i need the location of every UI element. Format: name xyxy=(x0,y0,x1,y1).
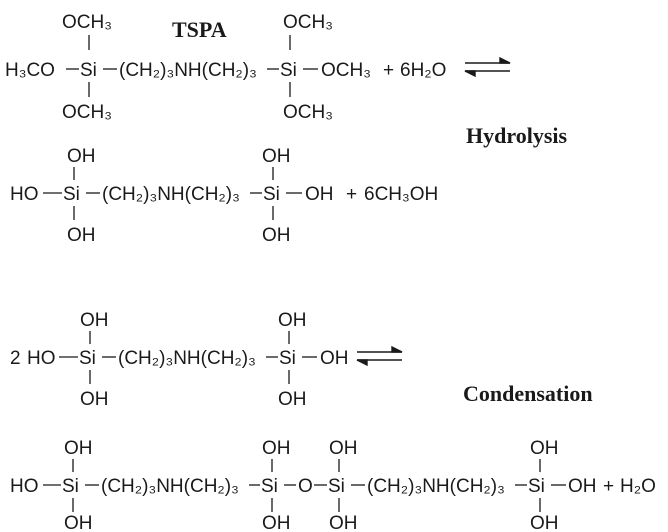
tspa-label: TSPA xyxy=(172,17,227,42)
hydrolysis-label: Hydrolysis xyxy=(466,123,568,148)
r1-left-end-group: H₃CO xyxy=(5,60,55,81)
r4-top-substituent-3: OH xyxy=(329,438,358,459)
r3-top-substituent-2: OH xyxy=(278,310,307,331)
r2-top-substituent-1: OH xyxy=(67,146,96,167)
r1-silicon-2: Si xyxy=(280,60,297,81)
r1-top-substituent-1: OCH₃ xyxy=(62,12,112,33)
condensation-label: Condensation xyxy=(463,381,593,406)
r2-top-substituent-2: OH xyxy=(262,146,291,167)
r3-silicon-1: Si xyxy=(79,348,96,369)
r2-chain: (CH₂)₃NH(CH₂)₃ xyxy=(102,184,240,205)
r4-silicon-4: Si xyxy=(528,476,545,497)
r1-chain: (CH₂)₃NH(CH₂)₃ xyxy=(119,60,257,81)
r4-silicon-3: Si xyxy=(328,476,345,497)
r4-plus-sign: + xyxy=(603,476,614,497)
r4-top-substituent-4: OH xyxy=(530,438,559,459)
r3-left-end-group: HO xyxy=(27,348,56,369)
reaction-4-condensation-product: OH HO Si (CH₂)₃NH(CH₂)₃ OH OH Si O OH OH… xyxy=(10,438,656,532)
equilibrium-arrow-1 xyxy=(464,56,511,78)
reaction-1-tspa: OCH₃ H₃CO Si (CH₂)₃NH(CH₂)₃ OCH₃ OCH₃ Si… xyxy=(5,12,446,123)
r2-silicon-2: Si xyxy=(263,184,280,205)
r1-top-substituent-2: OCH₃ xyxy=(283,12,333,33)
r2-bottom-substituent-1: OH xyxy=(67,225,96,246)
r4-chain-2: (CH₂)₃NH(CH₂)₃ xyxy=(367,476,505,497)
r2-plus-sign: + xyxy=(346,184,357,205)
r3-silicon-2: Si xyxy=(279,348,296,369)
r4-bottom-substituent-4: OH xyxy=(530,513,559,532)
r4-left-end-group: HO xyxy=(10,476,39,497)
r1-silicon-1: Si xyxy=(80,60,97,81)
r2-silicon-1: Si xyxy=(63,184,80,205)
r3-top-substituent-1: OH xyxy=(80,310,109,331)
r2-right-end-group: OH xyxy=(305,184,334,205)
r4-silicon-2: Si xyxy=(261,476,278,497)
r1-right-end-group: OCH₃ xyxy=(321,60,371,81)
r3-chain: (CH₂)₃NH(CH₂)₃ xyxy=(118,348,256,369)
r2-bottom-substituent-2: OH xyxy=(262,225,291,246)
r4-top-substituent-1: OH xyxy=(64,438,93,459)
r3-bottom-substituent-1: OH xyxy=(80,389,109,410)
reaction-3-silanol-reactant: OH 2 HO Si (CH₂)₃NH(CH₂)₃ OH OH Si OH OH xyxy=(10,310,349,410)
r4-bottom-substituent-3: OH xyxy=(329,513,358,532)
r4-bridging-oxygen: O xyxy=(298,476,313,497)
reaction-2-hydrolysis-product: OH HO Si (CH₂)₃NH(CH₂)₃ OH OH Si OH OH +… xyxy=(10,146,438,246)
r3-bottom-substituent-2: OH xyxy=(278,389,307,410)
r2-methanol-product: 6CH₃OH xyxy=(364,184,438,205)
r4-water-product: H₂O xyxy=(620,476,656,497)
r2-left-end-group: HO xyxy=(10,184,39,205)
r1-bottom-substituent-2: OCH₃ xyxy=(283,102,333,123)
r1-plus-sign: + xyxy=(383,60,394,81)
r4-bottom-substituent-2: OH xyxy=(262,513,291,532)
r1-bottom-substituent-1: OCH₃ xyxy=(62,102,112,123)
r4-right-end-group: OH xyxy=(568,476,597,497)
r4-bottom-substituent-1: OH xyxy=(64,513,93,532)
r1-water-reagent: 6H₂O xyxy=(400,60,446,81)
r3-coefficient: 2 xyxy=(10,348,21,369)
r3-right-end-group: OH xyxy=(320,348,349,369)
r4-silicon-1: Si xyxy=(62,476,79,497)
r4-top-substituent-2: OH xyxy=(262,438,291,459)
r4-chain-1: (CH₂)₃NH(CH₂)₃ xyxy=(101,476,239,497)
equilibrium-arrow-2 xyxy=(356,345,403,367)
